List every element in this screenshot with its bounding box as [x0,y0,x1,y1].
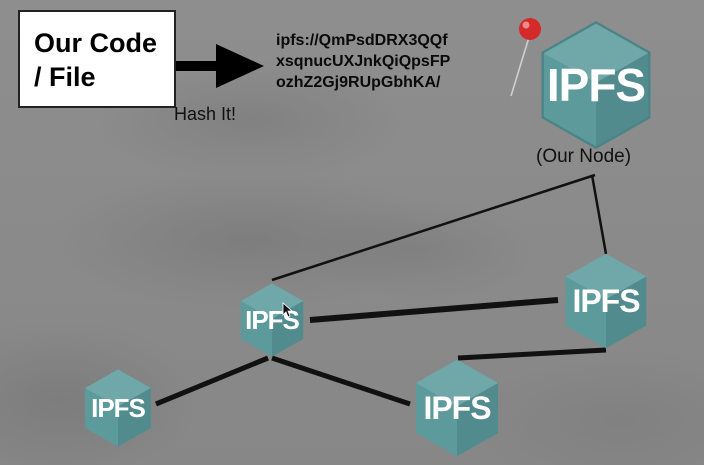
edge-left-bottomcenter [271,355,411,407]
hash-it-caption: Hash It! [174,104,237,124]
our-code-file-label: Our Code / File [34,28,158,92]
ipfs-cube-icon [565,253,647,349]
edge-left-right [309,297,559,323]
ipfs-node-bottom-center: IPFS [412,358,502,458]
ipfs-node-label: IPFS [572,282,640,319]
ipfs-cube-icon [85,369,151,447]
edge-ournode-left [271,173,596,282]
ipfs-cube-icon [415,359,499,457]
edge-right-bottomcenter [457,347,607,361]
mouse-cursor-icon [282,302,294,318]
ipfs-hash-address: ipfs://QmPsdDRX3QQf xsqnucUXJnkQiQpsFP o… [276,32,451,91]
ipfs-node-bottom-left: IPFS [82,368,154,448]
ipfs-node-left: IPFS [238,282,306,358]
ipfs-node-label: IPFS [245,304,300,335]
ipfs-node-ours: IPFS [538,20,654,150]
our-node-caption: (Our Node) [536,146,632,167]
ipfs-cube-icon [240,283,304,357]
edge-left-bottomleft [155,355,269,407]
edge-ournode-right [590,174,608,255]
ipfs-node-label: IPFS [423,389,491,426]
ipfs-node-label: IPFS [546,59,646,111]
our-code-file-box: Our Code / File [18,10,176,108]
ipfs-node-right: IPFS [562,252,650,350]
ipfs-node-label: IPFS [91,392,146,423]
ipfs-cube-icon [541,21,651,149]
